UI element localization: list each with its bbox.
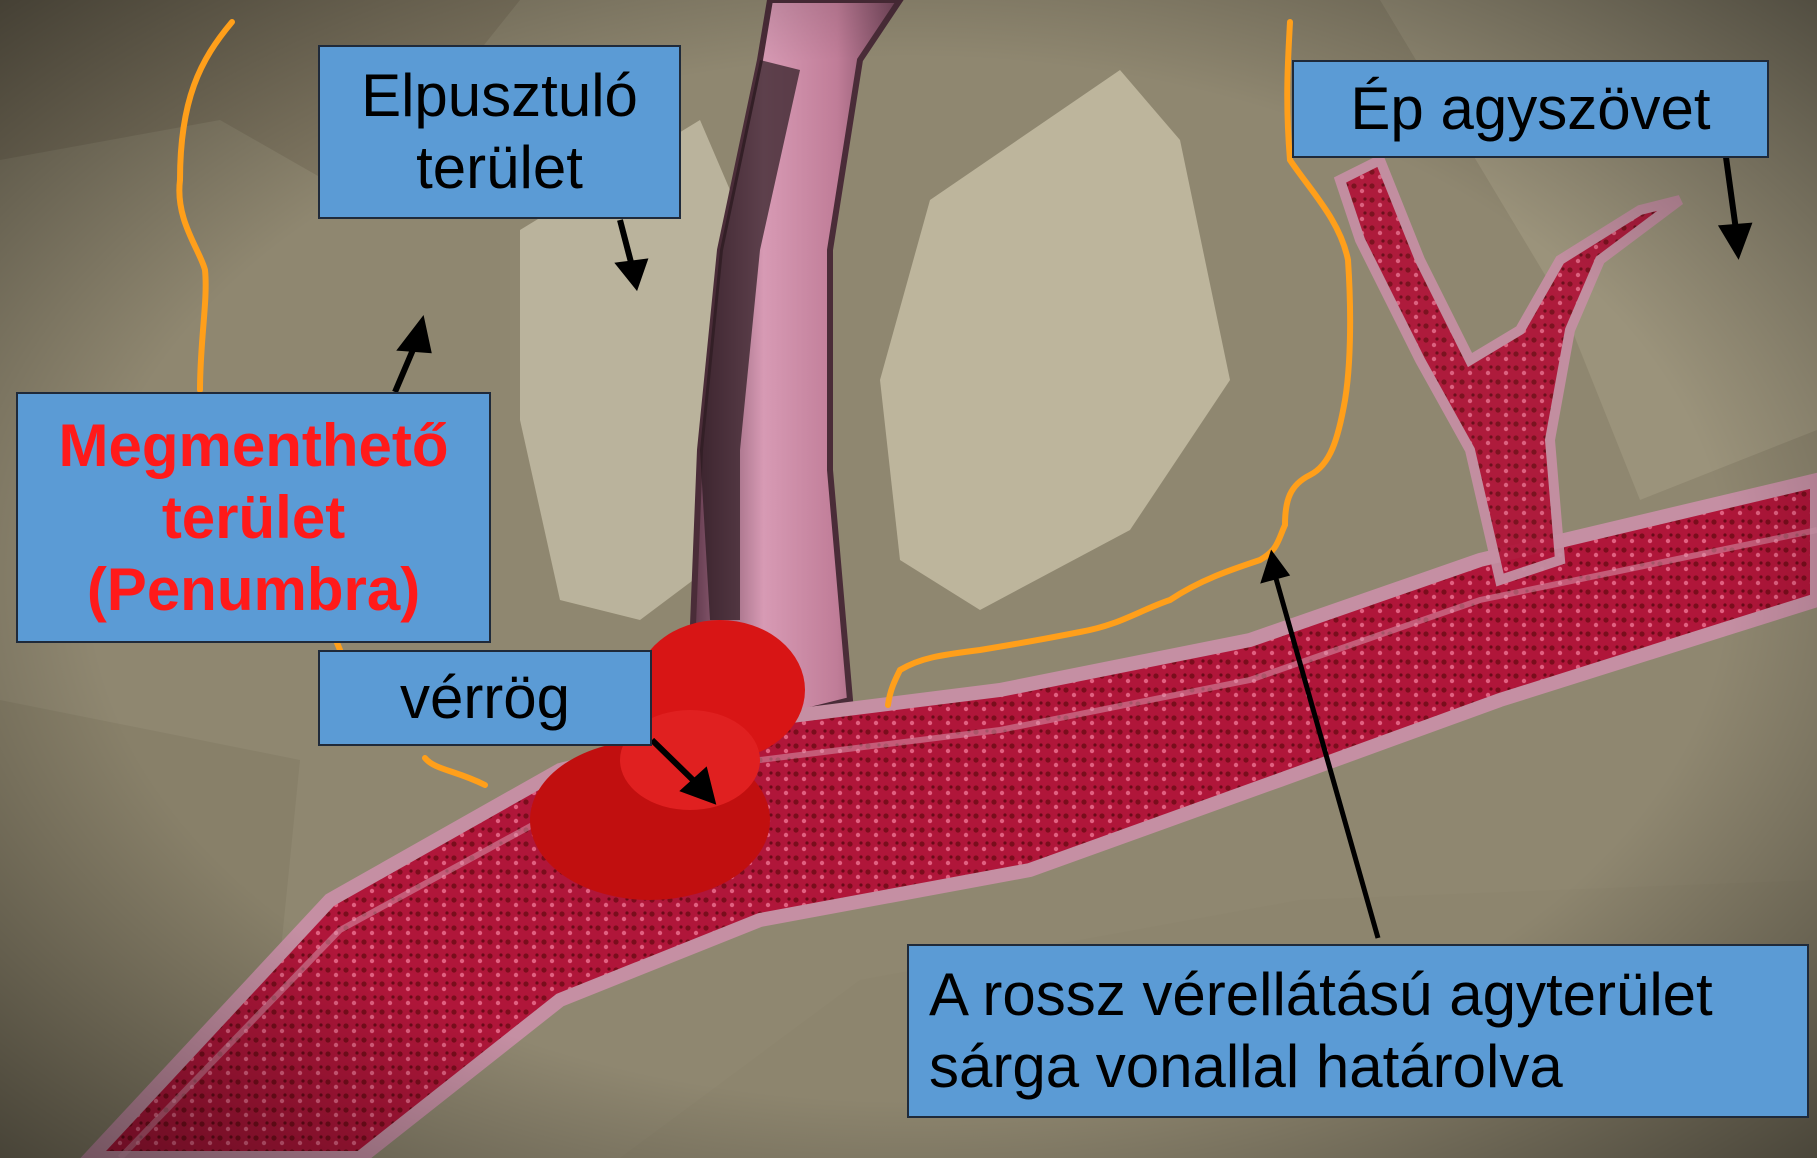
label-blood-clot-text: vérrög (400, 662, 570, 734)
label-boundary-line2: sárga vonallal határolva (929, 1031, 1563, 1103)
label-boundary-description: A rossz vérellátású agyterület sárga von… (907, 944, 1809, 1118)
label-boundary-line1: A rossz vérellátású agyterület (929, 959, 1713, 1031)
label-dying-area: Elpusztuló terület (318, 45, 681, 219)
label-penumbra-line2: terület (162, 482, 345, 554)
label-blood-clot: vérrög (318, 650, 652, 746)
label-healthy-tissue: Ép agyszövet (1292, 60, 1769, 158)
label-penumbra-line3: (Penumbra) (87, 554, 420, 626)
label-penumbra-line1: Megmenthető (59, 410, 449, 482)
label-penumbra: Megmenthető terület (Penumbra) (16, 392, 491, 643)
label-healthy-tissue-text: Ép agyszövet (1350, 73, 1710, 145)
label-dying-area-line2: terület (416, 132, 583, 204)
label-dying-area-line1: Elpusztuló (361, 60, 638, 132)
